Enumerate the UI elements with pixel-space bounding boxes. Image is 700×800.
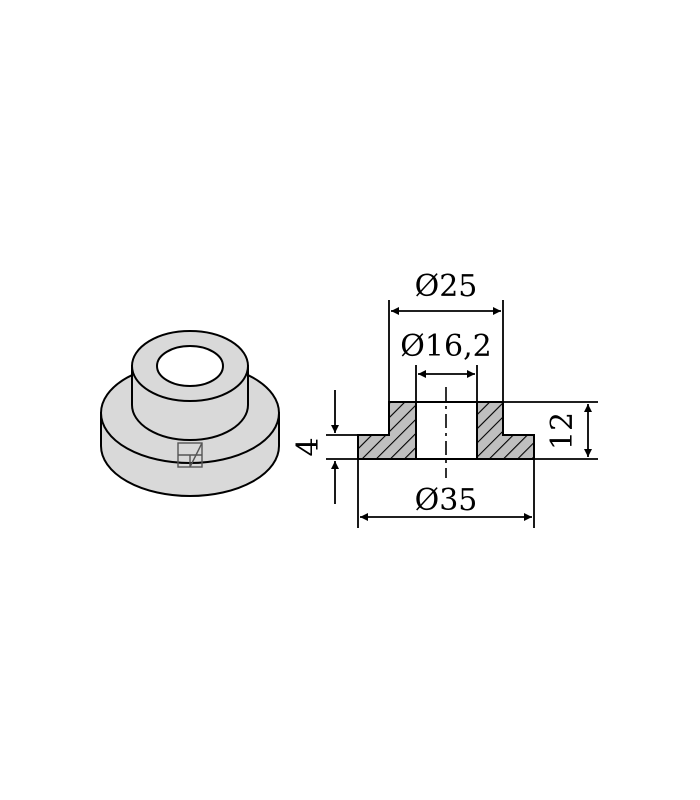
cross-section-view (357, 387, 535, 478)
dim-label-base: Ø35 (415, 483, 478, 518)
dim-label-bore: Ø16,2 (400, 329, 491, 364)
dim-label-outer-top: Ø25 (415, 269, 478, 304)
dim-label-total-height: 12 (545, 412, 580, 450)
dim-label-flange-height: 4 (291, 437, 326, 456)
brand-logo-icon (177, 442, 203, 468)
isometric-view (100, 330, 280, 497)
bore-hole (156, 345, 224, 387)
section-left-half (357, 401, 417, 460)
section-right-half (476, 401, 535, 460)
dimension-lines (326, 300, 598, 528)
